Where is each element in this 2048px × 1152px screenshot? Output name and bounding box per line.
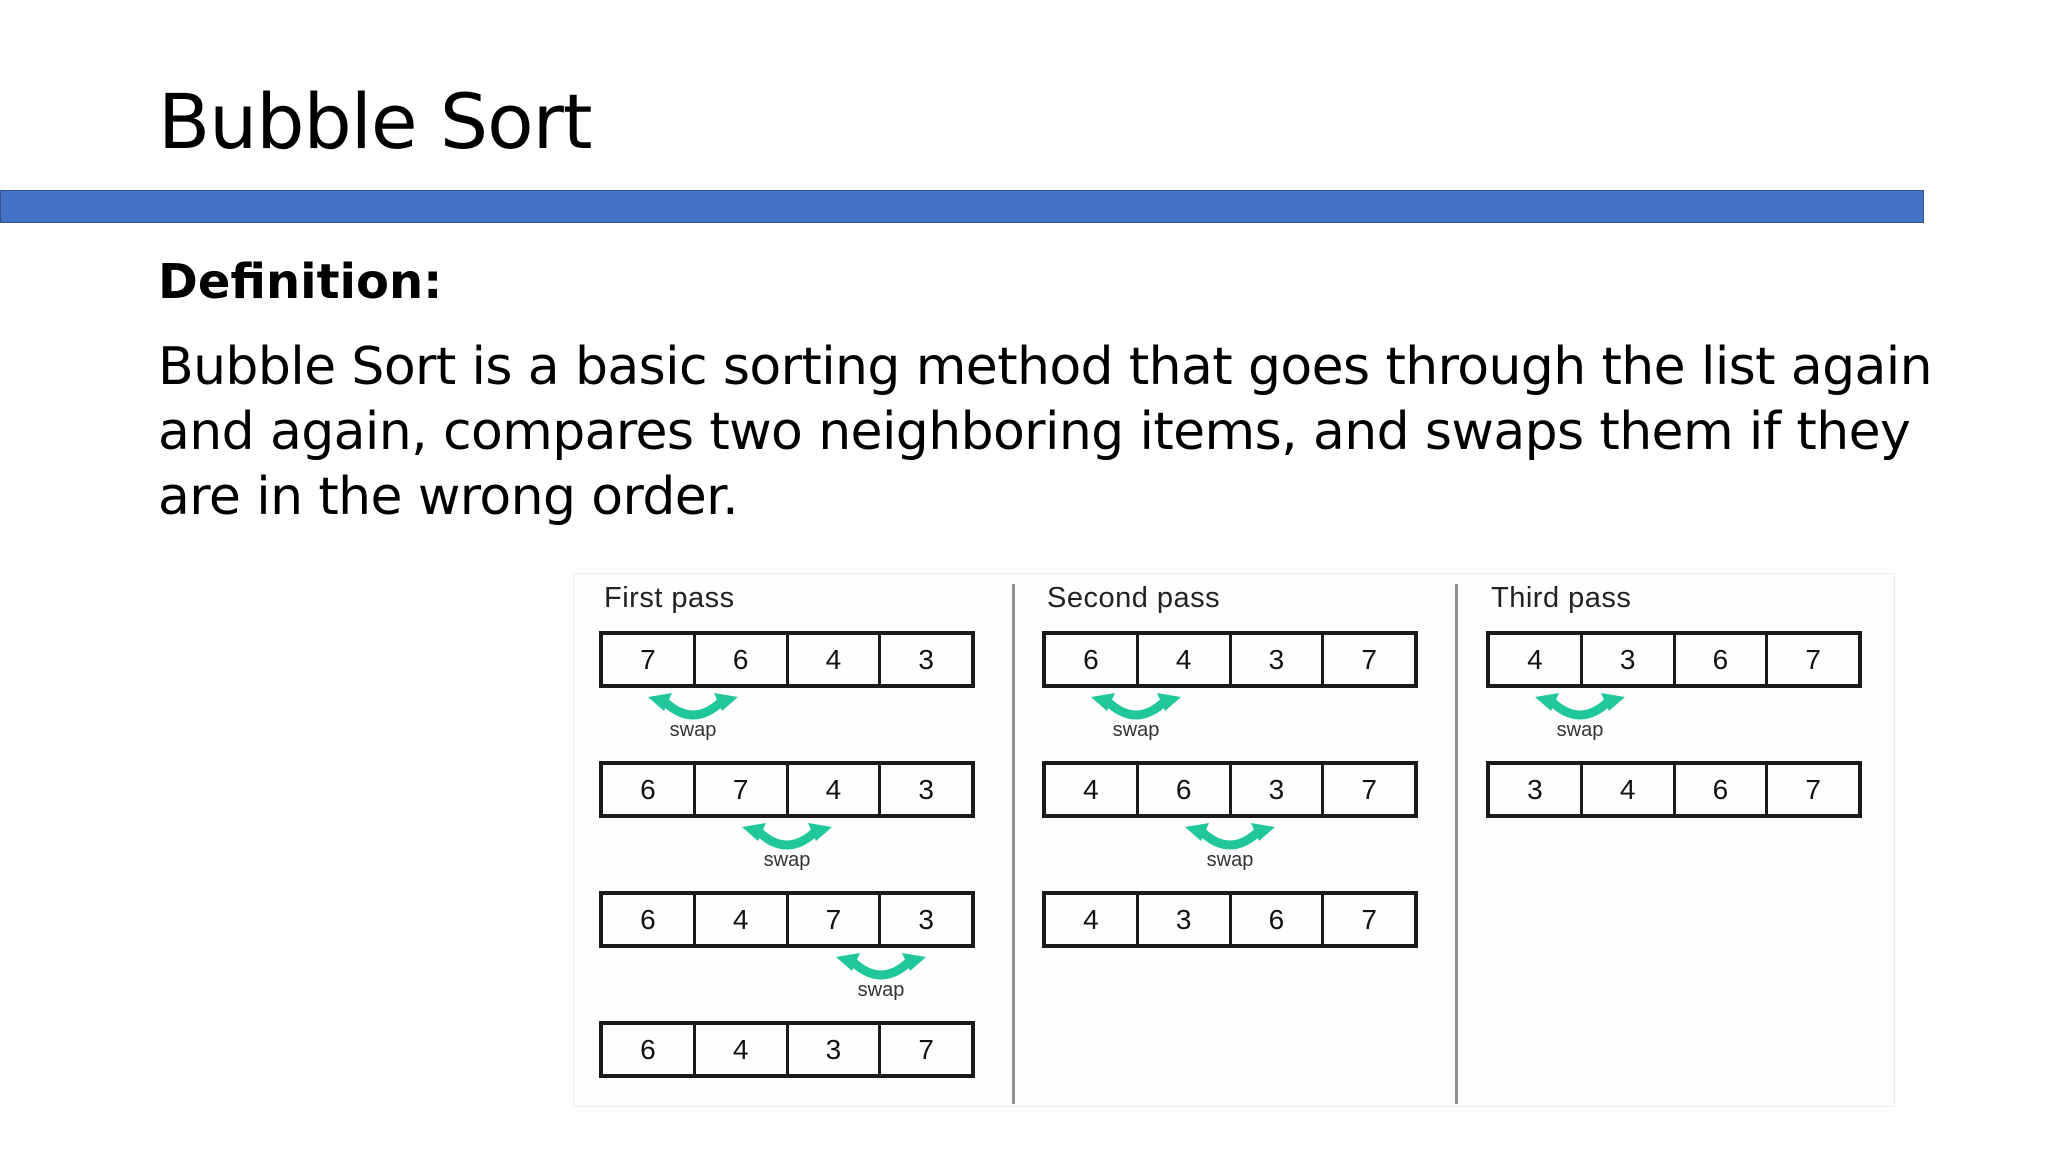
- array-cell: 6: [1672, 765, 1766, 814]
- array-cell: 3: [1527, 773, 1543, 805]
- array-cell: 3: [878, 635, 971, 684]
- array-cell: 4: [1527, 643, 1543, 675]
- array-cell: 4: [692, 1025, 786, 1074]
- array-cell: 7: [1321, 635, 1414, 684]
- array-cell: 6: [640, 1033, 656, 1065]
- array-cell: 4: [785, 765, 879, 814]
- definition-heading: Definition:: [158, 254, 443, 310]
- pass-label: Second pass: [1047, 582, 1221, 614]
- array-cell: 3: [1228, 635, 1322, 684]
- array-cell: 4: [1083, 903, 1099, 935]
- pass-divider: [1012, 584, 1015, 1104]
- pass-divider: [1455, 584, 1458, 1104]
- array-cell: 6: [1135, 765, 1229, 814]
- array-cell: 7: [692, 765, 786, 814]
- slide-title: Bubble Sort: [158, 77, 593, 166]
- array-cell: 3: [785, 1025, 879, 1074]
- swap-label: swap: [763, 849, 811, 871]
- swap-indicator: swap: [1175, 821, 1285, 873]
- swap-arrow-icon: [836, 953, 926, 980]
- array-cell: 7: [640, 643, 656, 675]
- array-cell: 7: [878, 1025, 971, 1074]
- array-cell: 6: [1228, 895, 1322, 944]
- swap-label: swap: [857, 979, 905, 1001]
- pass-label: Third pass: [1491, 582, 1632, 614]
- swap-indicator: swap: [1081, 691, 1191, 743]
- swap-label: swap: [669, 719, 717, 741]
- definition-text: Bubble Sort is a basic sorting method th…: [158, 337, 1933, 527]
- array-cell: 7: [1321, 895, 1414, 944]
- pass-label: First pass: [604, 582, 735, 614]
- array-cell: 3: [1135, 895, 1229, 944]
- swap-arrow-icon: [648, 693, 738, 720]
- array-cell: 7: [1765, 635, 1858, 684]
- swap-indicator: swap: [1525, 691, 1635, 743]
- array-cell: 4: [692, 895, 786, 944]
- swap-label: swap: [1206, 849, 1254, 871]
- swap-indicator: swap: [638, 691, 748, 743]
- swap-label: swap: [1112, 719, 1160, 741]
- array-cell: 3: [1228, 765, 1322, 814]
- swap-indicator: swap: [732, 821, 842, 873]
- swap-arrow-icon: [1185, 823, 1275, 850]
- array-cell: 4: [1083, 773, 1099, 805]
- swap-arrow-icon: [1535, 693, 1625, 720]
- array-cell: 6: [640, 903, 656, 935]
- swap-arrow-icon: [1091, 693, 1181, 720]
- title-accent-bar: [0, 190, 1924, 223]
- array-cell: 4: [1579, 765, 1673, 814]
- array-cell: 3: [878, 765, 971, 814]
- array-cell: 6: [692, 635, 786, 684]
- array-cell: 6: [1083, 643, 1099, 675]
- array-cell: 3: [1579, 635, 1673, 684]
- array-cell: 7: [1321, 765, 1414, 814]
- array-cell: 4: [1135, 635, 1229, 684]
- array-cell: 3: [878, 895, 971, 944]
- swap-indicator: swap: [826, 951, 936, 1003]
- array-cell: 6: [1672, 635, 1766, 684]
- array-cell: 6: [640, 773, 656, 805]
- array-cell: 7: [1765, 765, 1858, 814]
- swap-label: swap: [1556, 719, 1604, 741]
- array-cell: 4: [785, 635, 879, 684]
- array-cell: 7: [785, 895, 879, 944]
- swap-arrow-icon: [742, 823, 832, 850]
